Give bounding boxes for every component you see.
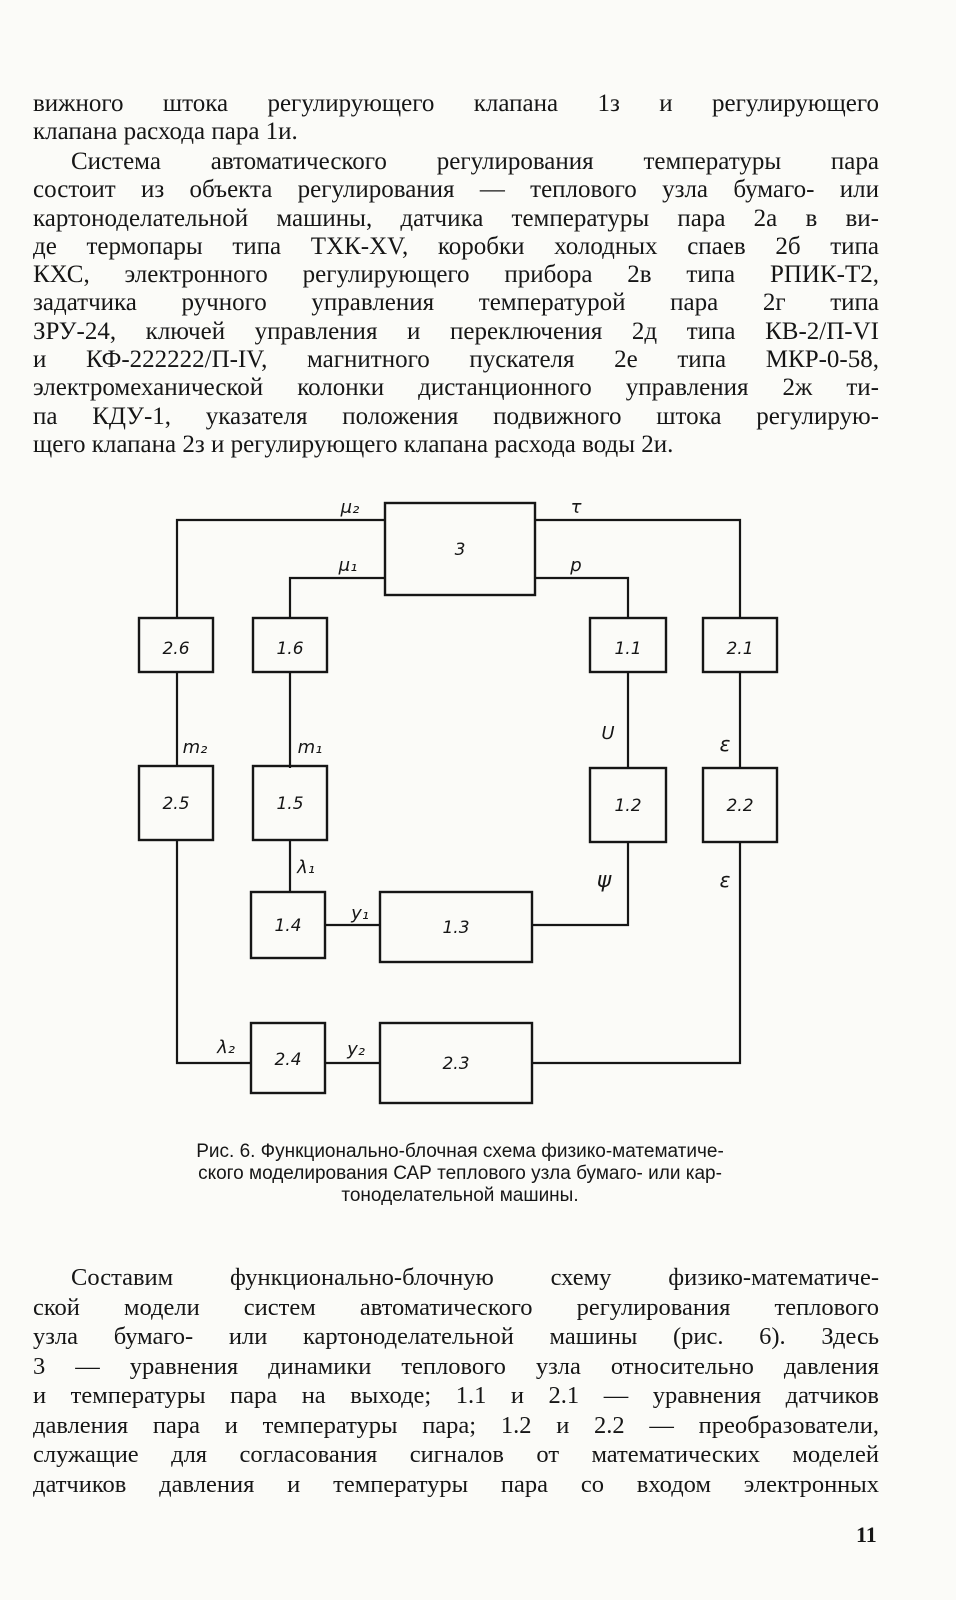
block-1-2 [588, 766, 668, 844]
signal-label-mu2: μ₂ [340, 497, 360, 518]
block-label: 2.2 [726, 796, 753, 816]
text-line: и КФ-222222/П-IV, магнитного пускателя 2… [33, 346, 879, 374]
connection-line [535, 518, 742, 618]
text-line: ЗРУ-24, ключей управления и переключения… [33, 317, 879, 345]
block-label: 1.3 [442, 918, 469, 938]
caption-line: ского моделирования САР теплового узла б… [198, 1163, 722, 1184]
block-label: 1.5 [276, 794, 303, 814]
block-1-3 [378, 890, 534, 964]
connection-line [535, 576, 630, 618]
text-line: датчиков давления и температуры пара со … [33, 1470, 879, 1498]
signal-label-epsilon: ε [720, 732, 731, 756]
connection-line [175, 518, 385, 618]
connection-line [532, 842, 630, 927]
block-1-1 [588, 616, 668, 674]
block-label: 1.1 [614, 639, 641, 659]
page-number: 11 [856, 1522, 877, 1547]
text-line: давления пара и температуры пара; 1.2 и … [33, 1411, 879, 1439]
block-label: 1.4 [274, 916, 301, 936]
text-line: па КДУ-1, указателя положения подвижного… [33, 402, 879, 430]
block-label: 2.1 [726, 639, 753, 659]
signal-label-y2: y₂ [346, 1039, 365, 1060]
connection-line [288, 576, 385, 618]
block-2-4 [249, 1021, 327, 1095]
text-line: ской модели систем автоматического регул… [33, 1293, 879, 1321]
text-line: электромеханической колонки дистанционно… [33, 374, 879, 402]
block-label: 2.6 [162, 639, 189, 659]
block-1-6 [251, 616, 329, 674]
block-label: 2.5 [162, 794, 189, 814]
signal-label-tau: τ [571, 497, 582, 518]
text-line: служащие для согласования сигналов от ма… [33, 1441, 879, 1468]
text-line: и температуры пара на выходе; 1.1 и 2.1 … [33, 1382, 879, 1409]
signal-label-p: p [569, 555, 581, 576]
figure-caption: Рис. 6. Функционально-блочная схема физи… [130, 1141, 790, 1207]
text-line: Составим функционально-блочную схему физ… [71, 1264, 879, 1291]
text-line: клапана расхода пара 1и. [33, 118, 298, 146]
signal-label-y1: y₁ [350, 903, 369, 924]
text-line: картоноделательной машины, датчика темпе… [33, 204, 879, 232]
block-diagram: 3 1.1 1.2 1.3 1.4 1.5 1.6 2.1 2.2 2.3 2.… [137, 497, 779, 1105]
block-2-5 [137, 764, 215, 842]
paragraph-figure-explanation: Составим функционально-блочную схему физ… [33, 1263, 879, 1499]
signal-label-m1: m₁ [298, 737, 323, 758]
caption-line: Рис. 6. Функционально-блочная схема физи… [196, 1141, 724, 1162]
block-1-5 [251, 764, 329, 842]
block-3 [383, 501, 537, 597]
caption-line: тоноделательной машины. [341, 1185, 579, 1206]
text-line: щего клапана 2з и регулирующего клапана … [33, 430, 674, 458]
text-line: КХС, электронного регулирующего прибора … [33, 261, 879, 289]
text-line: задатчика ручного управления температуро… [33, 289, 879, 317]
block-2-1 [701, 616, 779, 674]
block-2-3 [378, 1021, 534, 1105]
block-label: 1.6 [276, 639, 303, 659]
text-line: узла бумаго- или картоноделательной маши… [33, 1323, 879, 1350]
block-2-2 [701, 766, 779, 844]
signal-label-lambda2: λ₂ [216, 1037, 235, 1058]
connection-line [175, 840, 251, 1065]
signal-label-m2: m₂ [183, 737, 208, 758]
text-line: состоит из объекта регулирования — тепло… [33, 176, 879, 204]
text-line: вижного штока регулирующего клапана 1з и… [33, 90, 879, 117]
signal-label-epsilon: ε [720, 868, 731, 892]
paragraph-continuation: вижного штока регулирующего клапана 1з и… [33, 90, 879, 147]
block-label: 2.4 [274, 1050, 301, 1070]
signal-label-mu1: μ₁ [338, 555, 358, 576]
text-line: 3 — уравнения динамики теплового узла от… [33, 1352, 879, 1380]
signal-label-psi: ψ [597, 868, 612, 893]
text-line: Система автоматического регулирования те… [71, 148, 879, 175]
block-label: 2.3 [442, 1054, 469, 1074]
paragraph-system-description: Система автоматического регулирования те… [33, 148, 879, 459]
signal-label-u: U [601, 723, 614, 744]
signal-label-lambda1: λ₁ [296, 857, 315, 878]
block-label: 1.2 [614, 796, 641, 816]
connection-line [532, 842, 742, 1065]
block-1-4 [249, 890, 327, 960]
text-line: де термопары типа ТХК-XV, коробки холодн… [33, 232, 879, 260]
block-label: 3 [455, 540, 466, 560]
block-2-6 [137, 616, 215, 674]
